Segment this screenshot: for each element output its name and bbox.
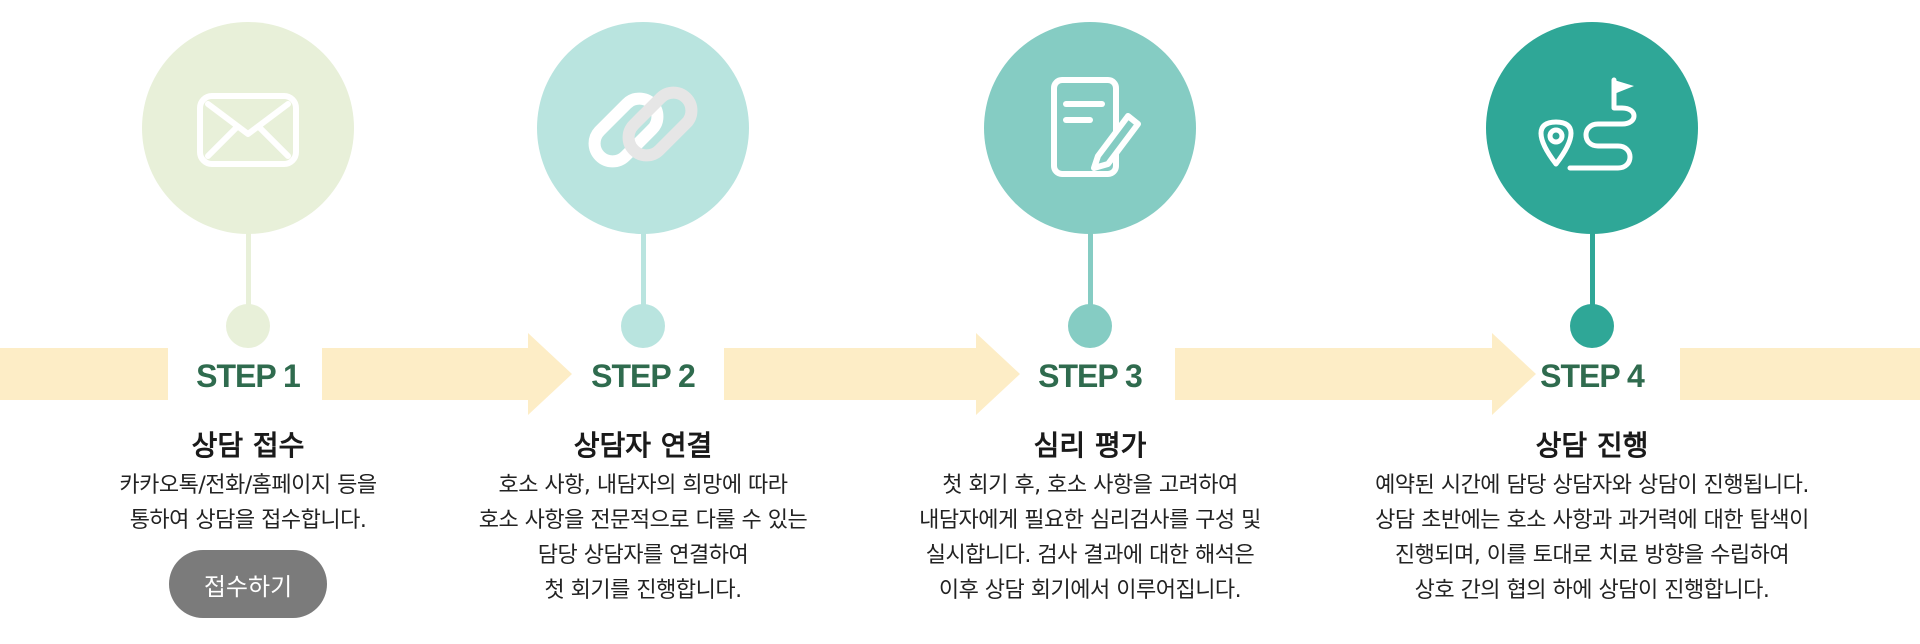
step-1-title: 상담 접수	[191, 429, 305, 462]
step-1-circle	[142, 22, 354, 234]
envelope-icon	[197, 93, 299, 167]
arrow-segment	[0, 348, 168, 400]
step-1: STEP 1 상담 접수 카카오톡/전화/홈페이지 등을 통하여 상담을 접수합…	[8, 0, 488, 644]
document-pencil-icon	[1051, 77, 1141, 177]
step-3-connector	[1087, 232, 1093, 318]
step-3-dot	[1068, 304, 1112, 348]
step-1-connector	[245, 232, 251, 318]
step-1-label: STEP 1	[196, 358, 301, 394]
description-line: 담당 상담자를 연결하여	[537, 543, 749, 568]
description-line: 호소 사항을 전문적으로 다룰 수 있는	[478, 508, 808, 533]
step-3-label: STEP 3	[1038, 358, 1143, 394]
step-1-description: 카카오톡/전화/홈페이지 등을 통하여 상담을 접수합니다.	[8, 468, 488, 538]
step-3-circle	[984, 22, 1196, 234]
step-3-title: 심리 평가	[1033, 429, 1147, 462]
arrow-segment	[724, 333, 1020, 415]
step-4: STEP 4 상담 진행 예약된 시간에 담당 상담자와 상담이 진행됩니다. …	[1352, 0, 1832, 644]
description-line: 호소 사항, 내담자의 희망에 따라	[498, 473, 788, 498]
step-3-description: 첫 회기 후, 호소 사항을 고려하여 내담자에게 필요한 심리검사를 구성 및…	[850, 468, 1330, 608]
description-line: 상호 간의 협의 하에 상담이 진행합니다.	[1414, 578, 1770, 603]
description-line: 예약된 시간에 담당 상담자와 상담이 진행됩니다.	[1375, 473, 1809, 498]
link-icon	[588, 86, 698, 168]
step-2-circle	[537, 22, 749, 234]
step-4-label: STEP 4	[1540, 358, 1645, 394]
description-line: 상담 초반에는 호소 사항과 과거력에 대한 탐색이	[1375, 508, 1809, 533]
step-2-connector	[640, 232, 646, 318]
route-flag-icon	[1538, 77, 1637, 171]
step-2-dot	[621, 304, 665, 348]
apply-button[interactable]: 접수하기	[169, 550, 327, 618]
step-1-dot	[226, 304, 270, 348]
arrow-segment	[322, 333, 572, 415]
description-line: 첫 회기 후, 호소 사항을 고려하여	[942, 473, 1238, 498]
description-line: 카카오톡/전화/홈페이지 등을	[119, 473, 377, 498]
description-line: 내담자에게 필요한 심리검사를 구성 및	[919, 508, 1261, 533]
description-line: 실시합니다. 검사 결과에 대한 해석은	[925, 543, 1255, 568]
description-line: 진행되며, 이를 토대로 치료 방향을 수립하여	[1394, 543, 1790, 568]
step-2-title: 상담자 연결	[573, 429, 713, 462]
description-line: 첫 회기를 진행합니다.	[544, 578, 742, 603]
description-line: 통하여 상담을 접수합니다.	[129, 508, 367, 533]
step-3: STEP 3 심리 평가 첫 회기 후, 호소 사항을 고려하여 내담자에게 필…	[850, 0, 1330, 644]
description-line: 이후 상담 회기에서 이루어집니다.	[938, 578, 1242, 603]
step-4-connector	[1589, 232, 1595, 318]
step-4-circle	[1486, 22, 1698, 234]
step-2-label: STEP 2	[591, 358, 696, 394]
step-4-description: 예약된 시간에 담당 상담자와 상담이 진행됩니다. 상담 초반에는 호소 사항…	[1352, 468, 1832, 608]
step-2-description: 호소 사항, 내담자의 희망에 따라 호소 사항을 전문적으로 다룰 수 있는 …	[403, 468, 883, 608]
arrow-segment	[1175, 333, 1536, 415]
step-2: STEP 2 상담자 연결 호소 사항, 내담자의 희망에 따라 호소 사항을 …	[403, 0, 883, 644]
step-4-dot	[1570, 304, 1614, 348]
arrow-segment	[1680, 348, 1920, 400]
step-4-title: 상담 진행	[1535, 429, 1649, 462]
